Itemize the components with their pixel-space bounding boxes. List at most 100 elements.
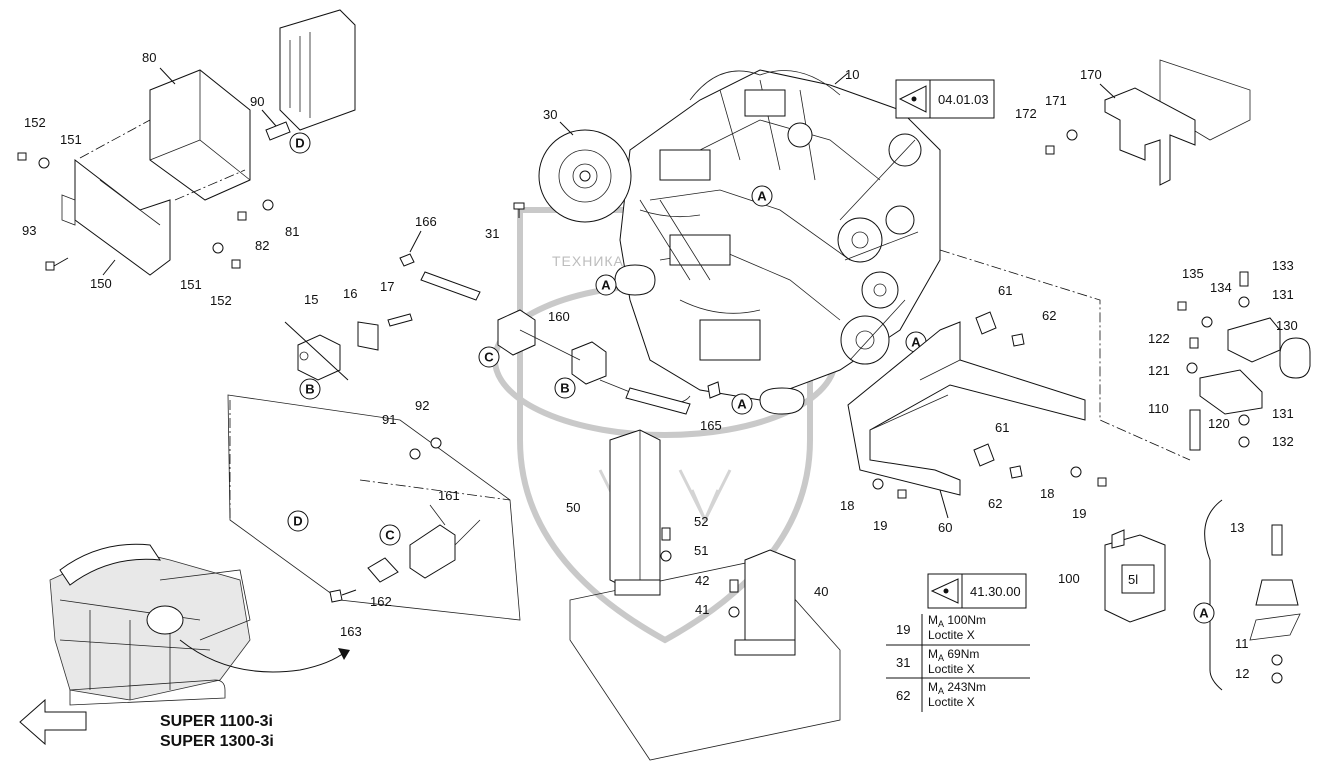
label-93: 93	[22, 223, 36, 238]
label-19-a: 19	[873, 518, 887, 533]
ecu-module	[279, 9, 356, 131]
label-91: 91	[382, 412, 396, 427]
label-166: 166	[415, 214, 437, 229]
label-81: 81	[285, 224, 299, 239]
callout-c-panel	[379, 524, 401, 546]
paver-machine-illustration	[49, 543, 251, 706]
label-165: 165	[700, 418, 722, 433]
label-131-b: 131	[1272, 406, 1294, 421]
svg-text:A: A	[911, 335, 921, 350]
model-name-2: SUPER 1300-3i	[160, 733, 274, 750]
torque-value-19: 100Nm	[947, 613, 986, 627]
svg-text:B: B	[305, 382, 314, 397]
label-30: 30	[543, 107, 557, 122]
svg-text:C: C	[484, 350, 494, 365]
label-130: 130	[1276, 318, 1298, 333]
label-18-a: 18	[840, 498, 854, 513]
label-40: 40	[814, 584, 828, 599]
label-121: 121	[1148, 363, 1170, 378]
svg-text:D: D	[295, 136, 304, 151]
model-name-1: SUPER 1100-3i	[160, 713, 273, 730]
torque-locker-31: Loctite X	[928, 662, 975, 676]
svg-text:MA 243Nm: MA 243Nm	[928, 680, 986, 696]
svg-text:MA 100Nm: MA 100Nm	[928, 613, 986, 629]
engine-assembly	[614, 69, 941, 415]
label-170: 170	[1080, 67, 1102, 82]
callout-d-top	[289, 132, 311, 154]
callout-a-engine-1	[751, 185, 773, 207]
label-133: 133	[1272, 258, 1294, 273]
torque-value-62: 243Nm	[947, 680, 986, 694]
ecu-cover-80: 80	[142, 50, 251, 201]
svg-text:A: A	[757, 189, 767, 204]
label-122: 122	[1148, 331, 1170, 346]
label-161: 161	[438, 488, 460, 503]
mount-130	[1227, 317, 1311, 379]
ecu-bracket-150: 150	[61, 158, 171, 291]
label-135: 135	[1182, 266, 1204, 281]
torque-item-31: 31	[896, 655, 910, 670]
torque-item-19: 19	[896, 622, 910, 637]
label-52: 52	[694, 514, 708, 529]
callout-b-hose	[554, 377, 576, 399]
canister-label: 5l	[1128, 572, 1138, 587]
label-152-b: 152	[210, 293, 232, 308]
label-150: 150	[90, 276, 112, 291]
label-10: 10	[845, 67, 859, 82]
svg-text:B: B	[560, 381, 569, 396]
label-162: 162	[370, 594, 392, 609]
label-17: 17	[380, 279, 394, 294]
label-51: 51	[694, 543, 708, 558]
label-163: 163	[340, 624, 362, 639]
label-61-a: 61	[998, 283, 1012, 298]
oil-canister-100: 5l	[1104, 529, 1166, 623]
mount-15	[284, 321, 349, 381]
svg-text:C: C	[385, 528, 395, 543]
mount-bracket-60	[847, 321, 1086, 496]
flywheel-30	[538, 129, 632, 223]
label-152-a: 152	[24, 115, 46, 130]
torque-locker-19: Loctite X	[928, 628, 975, 642]
svg-text:D: D	[293, 514, 302, 529]
label-60: 60	[938, 520, 952, 535]
label-18-b: 18	[1040, 486, 1054, 501]
label-160: 160	[548, 309, 570, 324]
watermark-text: ТЕХНИКА	[552, 253, 624, 269]
label-62-b: 62	[988, 496, 1002, 511]
label-41: 41	[695, 602, 709, 617]
ref-box-top: 04.01.03	[895, 79, 995, 119]
sensor-161	[409, 504, 481, 579]
callout-a-engine-4	[731, 393, 753, 415]
label-42: 42	[695, 573, 709, 588]
hose-160	[399, 253, 691, 415]
callout-a-engine-2	[595, 274, 617, 296]
ref-box-bottom: 41.30.00	[927, 573, 1027, 609]
label-151-a: 151	[60, 132, 82, 147]
label-134: 134	[1210, 280, 1232, 295]
label-110: 110	[1148, 401, 1169, 416]
label-92: 92	[415, 398, 429, 413]
label-131-a: 131	[1272, 287, 1294, 302]
label-171: 171	[1045, 93, 1067, 108]
label-82: 82	[255, 238, 269, 253]
svg-text:A: A	[601, 278, 611, 293]
label-132: 132	[1272, 434, 1294, 449]
bracket-40	[734, 549, 796, 656]
torque-value-31: 69Nm	[947, 647, 979, 661]
label-62-a: 62	[1042, 308, 1056, 323]
label-50: 50	[566, 500, 580, 515]
svg-text:A: A	[1199, 606, 1209, 621]
callout-a-detail	[1193, 602, 1215, 624]
bracket-120	[1199, 369, 1263, 415]
callout-b-left	[299, 378, 321, 400]
label-19-b: 19	[1072, 506, 1086, 521]
callout-c-hose	[478, 346, 500, 368]
svg-text:MA 69Nm: MA 69Nm	[928, 647, 979, 663]
label-12: 12	[1235, 666, 1249, 681]
label-15: 15	[304, 292, 318, 307]
label-13: 13	[1230, 520, 1244, 535]
label-61-b: 61	[995, 420, 1009, 435]
label-16: 16	[343, 286, 357, 301]
torque-locker-62: Loctite X	[928, 695, 975, 709]
